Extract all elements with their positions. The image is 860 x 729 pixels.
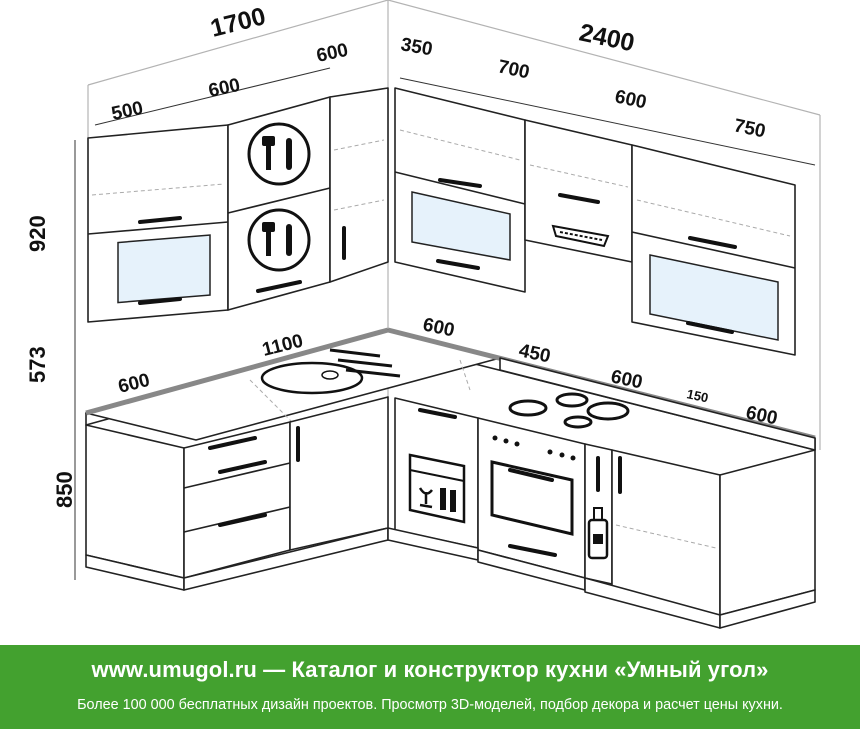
right-base-cabinets <box>387 397 816 629</box>
cutlery-emblem-top <box>247 122 311 186</box>
glass-door <box>411 191 511 261</box>
dim-top-right-total: 2400 <box>577 18 637 57</box>
dishwasher-icon <box>408 453 466 524</box>
dim-height-upper: 920 <box>25 215 50 252</box>
dim-height-gap: 573 <box>25 346 50 383</box>
countertop <box>85 327 816 451</box>
left-upper-cabinets <box>87 87 389 323</box>
drawer-unit <box>183 421 291 579</box>
banner-subline: Более 100 000 бесплатных дизайн проектов… <box>77 697 783 713</box>
dim-upper-600-a: 600 <box>207 75 242 102</box>
dim-upper-350: 350 <box>399 34 434 60</box>
bottle-icon <box>587 507 609 560</box>
hood-icon <box>551 224 610 248</box>
base-corner-cabinet <box>85 424 185 579</box>
oven-icon <box>490 435 576 536</box>
dim-upper-600-b: 600 <box>315 40 350 67</box>
glass-door <box>649 254 779 341</box>
dim-upper-500: 500 <box>110 98 145 125</box>
dim-counter-600-left: 600 <box>116 370 152 398</box>
base-door-cabinet <box>289 396 389 551</box>
dim-counter-150: 150 <box>685 386 709 405</box>
dim-height-lower: 850 <box>52 471 77 508</box>
left-base-cabinets <box>85 396 389 591</box>
right-upper-cabinets <box>394 87 796 356</box>
dimension-lines <box>74 67 816 580</box>
kitchen-drawing: 1700 2400 500 600 600 350 700 600 750 92… <box>25 0 821 629</box>
sink-icon <box>260 348 401 395</box>
promo-banner: www.umugol.ru — Каталог и конструктор ку… <box>0 645 860 729</box>
dim-upper-700: 700 <box>496 56 531 83</box>
base-end-cabinet <box>719 449 816 616</box>
glass-door <box>117 234 211 304</box>
upper-cabinet-700 <box>394 87 526 293</box>
upper-corner-cabinet <box>329 87 389 283</box>
dim-upper-750: 750 <box>732 115 767 142</box>
cutlery-emblem-bottom <box>247 208 311 272</box>
dim-upper-600-c: 600 <box>613 86 648 113</box>
hob-icon <box>508 392 630 429</box>
banner-headline[interactable]: www.umugol.ru — Каталог и конструктор ку… <box>91 657 769 682</box>
